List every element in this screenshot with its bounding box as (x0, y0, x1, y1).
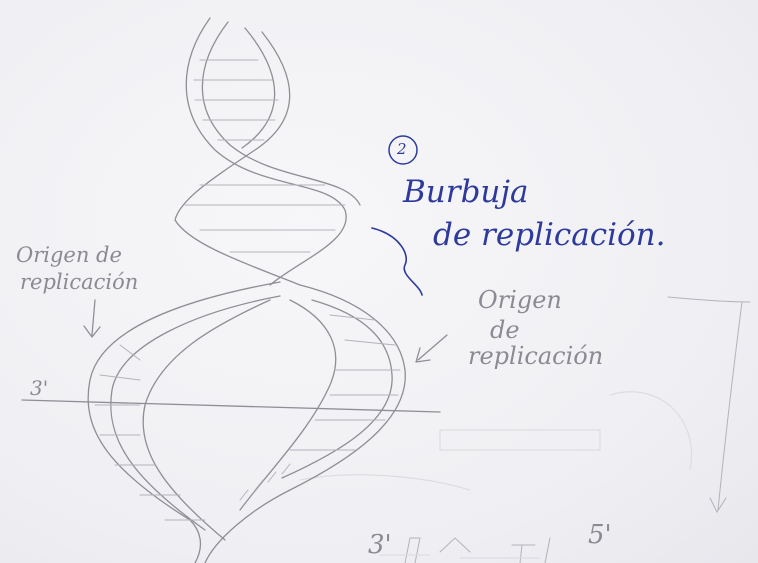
origin-label-right-line2: de (490, 318, 520, 342)
origin-label-right-line1: Origen (478, 288, 562, 312)
origin-label-left-line1: Origen de (16, 245, 122, 266)
bottom-bracket (380, 538, 550, 563)
bleed-through-marks (300, 392, 692, 490)
strand-end-bottom-right: 5' (588, 522, 612, 548)
dna-upper-helix (175, 18, 360, 285)
down-arrow (668, 297, 750, 512)
step-number: 2 (397, 142, 407, 157)
origin-arrows (84, 300, 447, 362)
strand-end-left: 3' (30, 378, 48, 398)
dna-right-strand (205, 285, 405, 563)
origin-label-right-line3: replicación (468, 344, 603, 368)
bubble-title-line1: Burbuja (403, 177, 528, 208)
dna-left-strand (88, 282, 280, 563)
strand-end-bottom-left: 3' (368, 532, 392, 558)
bubble-title-line2: de replicación. (433, 220, 666, 251)
origin-label-left-line2: replicación (20, 272, 138, 293)
bubble-brace (372, 136, 422, 295)
reference-line (22, 400, 440, 412)
